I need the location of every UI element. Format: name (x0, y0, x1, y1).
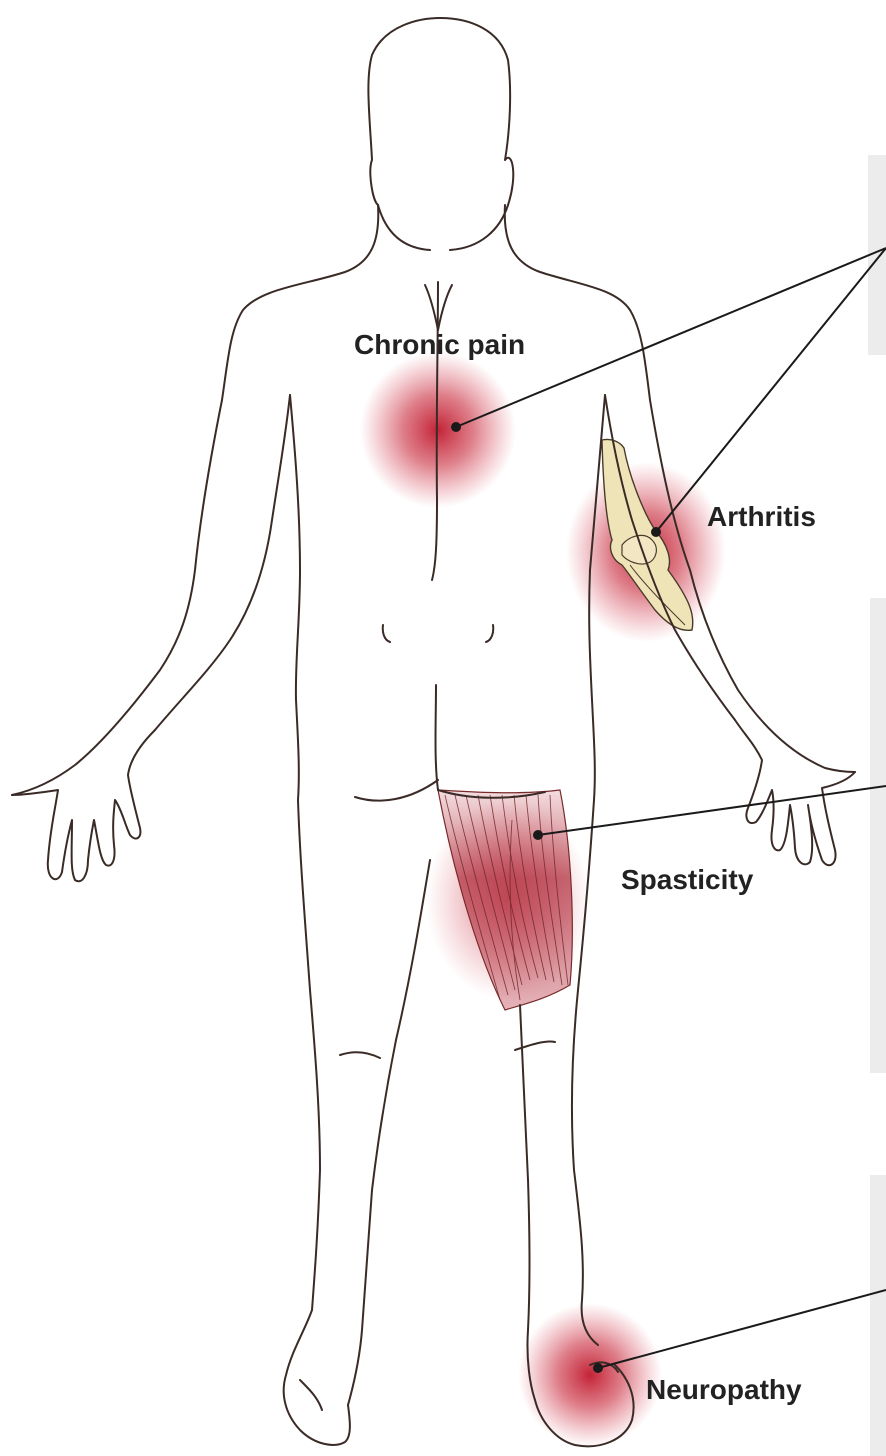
spasticity-label: Spasticity (621, 866, 753, 894)
leader-line-arthritis (656, 248, 886, 532)
spasticity-marker (533, 830, 543, 840)
neuropathy-marker (593, 1363, 603, 1373)
neuropathy-highlight (518, 1303, 662, 1447)
chronic-pain-label: Chronic pain (354, 331, 525, 359)
body-outline (12, 18, 855, 1446)
leader-line-spasticity (538, 786, 886, 835)
chronic-pain-marker (451, 422, 461, 432)
arthritis-label: Arthritis (707, 503, 816, 531)
arthritis-marker (651, 527, 661, 537)
neuropathy-label: Neuropathy (646, 1376, 802, 1404)
